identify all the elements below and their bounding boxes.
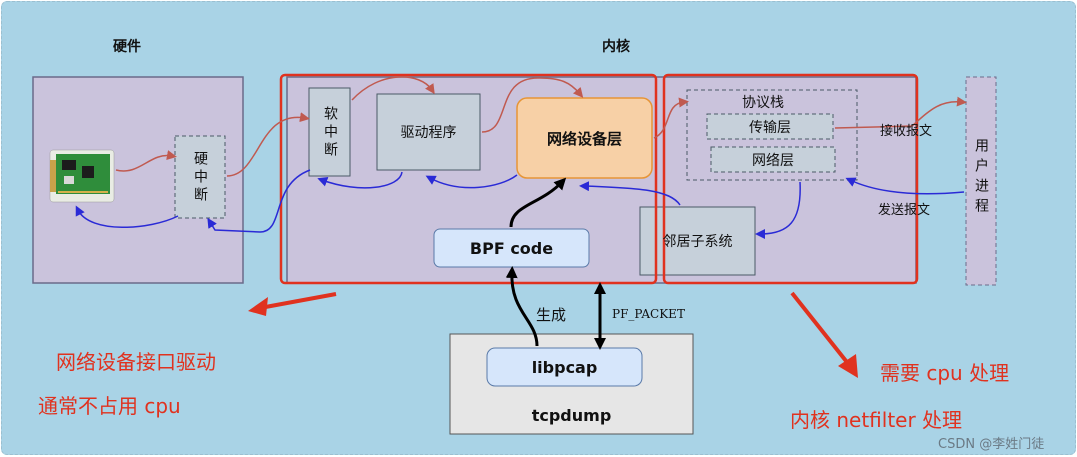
arrow-hardirq-to-softirq xyxy=(226,112,310,177)
arrow-netdev-to-driver xyxy=(425,174,518,189)
arrow-transport-to-user xyxy=(834,96,967,129)
bpf-code-label: BPF code xyxy=(469,238,554,258)
network-card-icon xyxy=(49,149,115,203)
watermark: CSDN @李姓门徒 xyxy=(938,437,1045,452)
annotation-arrow-cpu xyxy=(790,291,852,368)
arrow-softirq-to-hardirq xyxy=(207,169,311,233)
driver-label: 驱动程序 xyxy=(400,125,457,141)
tcpdump-label: tcpdump xyxy=(531,405,612,425)
driver-highlight-frame xyxy=(279,73,658,285)
network-layer-box xyxy=(710,146,836,173)
soft-interrupt-box xyxy=(308,87,351,177)
arrow-driver-to-netdev xyxy=(481,77,584,133)
network-layer-label: 网络层 xyxy=(752,152,794,169)
soft-interrupt-label: 软中断 xyxy=(322,106,338,160)
netfilter-note: 内核 netfilter 处理 xyxy=(790,408,963,432)
net-device-layer-label: 网络设备层 xyxy=(546,129,622,148)
arrow-neighbor-to-netdev xyxy=(579,181,681,206)
annotation-arrow-driver xyxy=(259,292,337,310)
transport-layer-label: 传输层 xyxy=(749,119,791,136)
netfilter-highlight-frame xyxy=(662,73,919,285)
generate-label: 生成 xyxy=(536,306,567,324)
driver-box xyxy=(376,93,481,171)
net-device-layer-box xyxy=(516,97,653,179)
arrow-driver-to-softirq xyxy=(317,171,403,189)
hard-interrupt-label: 硬中断 xyxy=(192,151,208,205)
arrow-bpf-to-netdev xyxy=(509,177,567,228)
arrow-netdev-to-stack xyxy=(653,97,689,139)
arrow-stack-to-neighbor xyxy=(755,181,801,239)
annotation-arrow-driver-head xyxy=(248,297,268,316)
hardware-section-label: 硬件 xyxy=(113,39,141,55)
transport-layer-box xyxy=(706,113,834,140)
protocol-stack-label: 协议栈 xyxy=(742,95,784,111)
user-process-box xyxy=(965,76,997,286)
arrow-card-to-hardirq xyxy=(115,150,177,172)
driver-note-line1: 网络设备接口驱动 xyxy=(56,350,216,374)
neighbor-subsystem-label: 邻居子系统 xyxy=(662,234,733,250)
libpcap-box xyxy=(486,347,643,387)
neighbor-subsystem-box xyxy=(639,206,756,276)
cpu-note: 需要 cpu 处理 xyxy=(880,361,1010,385)
libpcap-label: libpcap xyxy=(531,357,598,377)
kernel-section-label: 内核 xyxy=(602,39,630,55)
arrow-softirq-to-driver xyxy=(351,76,435,101)
user-process-label: 用户进程 xyxy=(973,138,989,218)
annotation-arrow-cpu-head xyxy=(838,354,858,378)
arrow-user-to-stack xyxy=(845,177,965,195)
arrow-libpcap-to-bpf xyxy=(505,266,539,347)
pf-packet-label: PF_PACKET xyxy=(612,307,685,321)
recv-packet-label: 接收报文 xyxy=(880,124,933,139)
send-packet-label: 发送报文 xyxy=(878,203,931,218)
hard-interrupt-box xyxy=(174,135,226,219)
arrow-hardirq-to-card xyxy=(75,205,179,228)
driver-note-line2: 通常不占用 cpu xyxy=(38,394,181,418)
